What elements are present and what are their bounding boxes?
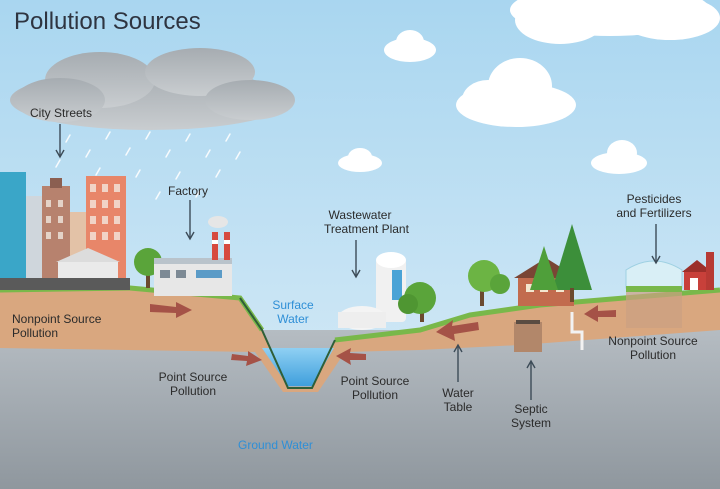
field-soil [626, 292, 682, 328]
label-wastewater-line2: Treatment Plant [324, 222, 409, 236]
factory [154, 216, 232, 296]
pointer-arrows [55, 124, 661, 400]
city-windows [46, 184, 120, 240]
label-nonpoint-right-line2: Pollution [629, 348, 677, 362]
label-water-table: Water Table [434, 386, 482, 414]
label-factory: Factory [168, 184, 209, 198]
label-point-right-line2: Pollution [351, 388, 399, 402]
label-ground-water: Ground Water [238, 438, 313, 452]
trees-middle [398, 260, 510, 322]
label-point-left-line2: Pollution [169, 384, 217, 398]
label-city-streets: City Streets [30, 106, 93, 120]
white-cloud-3 [338, 148, 382, 172]
label-point-source-left: Point Source Pollution [150, 370, 236, 398]
label-wastewater-line1: Wastewater [328, 208, 392, 222]
label-point-right-line1: Point Source [340, 374, 410, 388]
label-point-left-line1: Point Source [158, 370, 228, 384]
label-surface-water-line2: Water [277, 312, 309, 326]
label-water-table-line1: Water [442, 386, 474, 400]
label-nonpoint-left-line2: Pollution [12, 326, 59, 340]
label-pesticides-line2: and Fertilizers [616, 206, 692, 220]
river-bank-outline [239, 297, 336, 389]
label-surface-water: Surface Water [262, 298, 324, 326]
trees-right [530, 224, 592, 302]
white-cloud-1 [384, 30, 436, 62]
label-surface-water-line1: Surface [272, 298, 314, 312]
label-nonpoint-right: Nonpoint Source Pollution [600, 334, 706, 362]
label-septic-system: Septic System [504, 402, 558, 430]
white-cloud-2 [456, 58, 576, 127]
label-nonpoint-right-line1: Nonpoint Source [608, 334, 698, 348]
label-pesticides-line1: Pesticides [626, 192, 682, 206]
surface-water [262, 348, 334, 386]
septic-tank [514, 312, 584, 352]
label-pesticides: Pesticides and Fertilizers [610, 192, 698, 220]
diagram-title: Pollution Sources [14, 8, 201, 35]
white-cloud-4 [591, 140, 647, 174]
label-septic-line1: Septic [514, 402, 548, 416]
white-cloud-top-right [510, 0, 720, 44]
label-nonpoint-left-line1: Nonpoint Source [12, 312, 102, 326]
barn [682, 252, 714, 290]
greenhouse [625, 260, 683, 292]
label-water-table-line2: Table [443, 400, 473, 414]
label-point-source-right: Point Source Pollution [332, 374, 418, 402]
rain-cloud [10, 48, 295, 130]
label-nonpoint-left: Nonpoint Source Pollution [12, 312, 101, 340]
city-buildings [0, 172, 130, 290]
label-septic-line2: System [510, 416, 551, 430]
label-wastewater-plant: Wastewater Treatment Plant [324, 208, 409, 236]
pollution-flow-arrows [150, 302, 616, 366]
